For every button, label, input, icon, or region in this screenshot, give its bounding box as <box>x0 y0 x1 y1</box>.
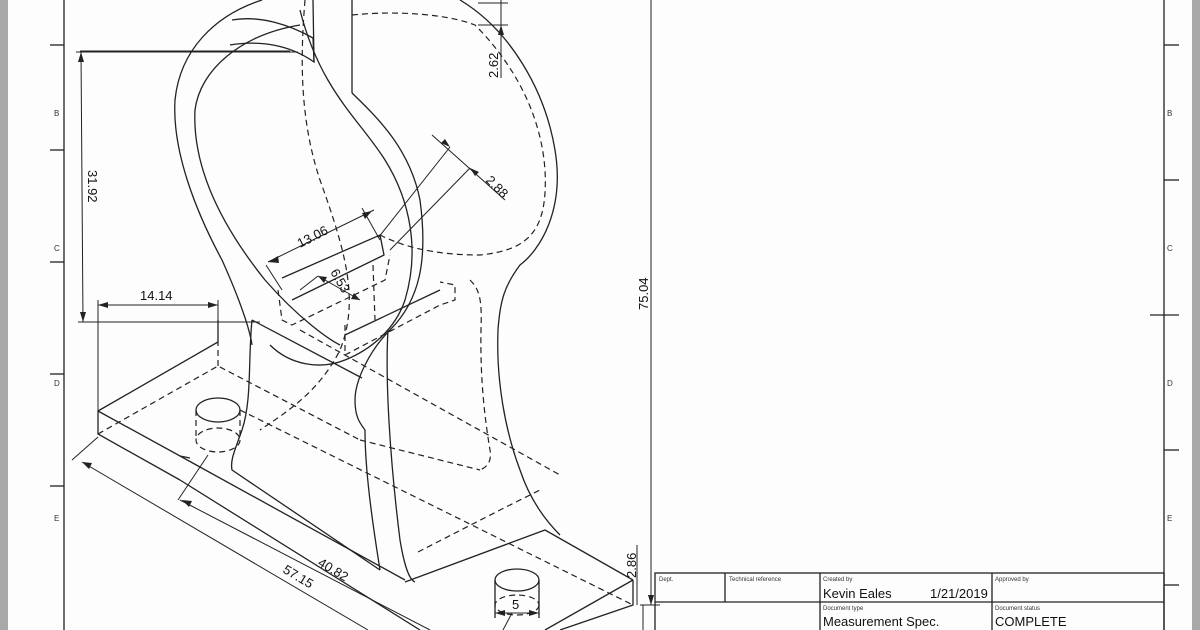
created-date: 1/21/2019 <box>930 586 988 601</box>
hole-left <box>195 397 241 453</box>
dimension-2-62: 2.62 <box>478 0 508 78</box>
slot-feature <box>277 234 456 356</box>
created-by-value: Kevin Eales <box>823 586 892 601</box>
dim-31-92-label: 31.92 <box>85 170 100 203</box>
dimension-75-04: 75.04 <box>636 0 660 630</box>
zone-c-left: C <box>54 244 60 253</box>
base-plate <box>97 320 634 630</box>
dim-13-06-label: 13.06 <box>295 223 331 251</box>
hole-right <box>494 568 540 618</box>
zone-b-left: B <box>54 109 59 118</box>
zone-c-right: C <box>1167 244 1173 253</box>
document-status-label: Document status <box>995 606 1040 612</box>
document-type-value: Measurement Spec. <box>823 614 939 629</box>
dim-2-88-label: 2.88 <box>483 173 512 202</box>
viewer-margin-left <box>0 0 8 630</box>
drawing-sheet <box>8 0 1192 630</box>
dimension-2-88: 2.88 <box>377 134 512 251</box>
zone-d-right: D <box>1167 379 1173 388</box>
dimension-2-86: 2.86 <box>624 545 639 605</box>
zone-labels-left: B C D E <box>54 109 60 523</box>
dept-label: Dept. <box>659 577 674 583</box>
dim-57-15-label: 57.15 <box>280 562 316 592</box>
dimension-31-92: 31.92 <box>76 51 298 323</box>
viewer-margin-right <box>1192 0 1200 630</box>
dim-5-label: 5 <box>512 597 519 612</box>
title-block: Dept. Technical reference Created by Kev… <box>654 572 1165 630</box>
part-isometric-view <box>80 0 634 630</box>
dim-14-14-label: 14.14 <box>140 288 173 303</box>
dimension-5: 5 <box>495 597 539 630</box>
document-status-value: COMPLETE <box>995 614 1067 629</box>
dim-75-04-label: 75.04 <box>636 277 651 310</box>
created-by-label: Created by <box>823 577 852 583</box>
dimension-14-14: 14.14 <box>97 288 219 411</box>
dim-2-62-label: 2.62 <box>486 53 501 78</box>
zone-d-left: D <box>54 379 60 388</box>
zone-e-left: E <box>54 514 59 523</box>
document-type-label: Document type <box>823 606 864 612</box>
approved-by-label: Approved by <box>995 577 1029 583</box>
zone-e-right: E <box>1167 514 1172 523</box>
dimension-40-82: 40.82 <box>177 454 431 630</box>
dimension-57-15: 57.15 <box>71 436 369 630</box>
technical-reference-label: Technical reference <box>729 577 782 583</box>
zone-b-right: B <box>1167 109 1172 118</box>
zone-labels-right: B C D E <box>1167 109 1173 523</box>
sheet-border <box>50 0 1179 630</box>
dim-2-86-label: 2.86 <box>624 553 639 578</box>
